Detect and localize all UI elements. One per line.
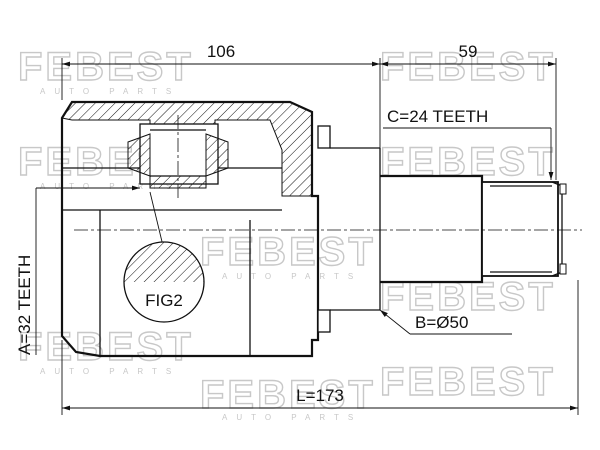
dim-59-label: 59 — [459, 42, 478, 61]
diameter-callout: B=Ø50 — [379, 309, 512, 335]
watermark-brand: FEBEST — [200, 373, 376, 417]
dim-106-label: 106 — [207, 42, 235, 61]
outer-spline-label: A=32 TEETH — [15, 255, 34, 355]
watermark-brand: FEBEST — [200, 230, 376, 274]
watermark: FEBEST AUTO PARTS FEBEST FEBEST AUTO PAR… — [17, 44, 556, 422]
top-dimensions: 106 59 — [61, 42, 557, 180]
watermark-brand: FEBEST — [18, 325, 194, 369]
watermark-sub: AUTO PARTS — [222, 272, 362, 281]
watermark-brand: FEBEST — [380, 360, 556, 404]
cv-joint-body — [60, 100, 381, 358]
inner-spline-label: C=24 TEETH — [387, 107, 488, 126]
shaft — [380, 174, 567, 284]
watermark-sub: AUTO PARTS — [40, 182, 180, 191]
outer-spline-callout: A=32 TEETH — [15, 185, 140, 355]
watermark-brand: FEBEST — [18, 45, 194, 89]
watermark-brand: FEBEST — [380, 45, 556, 89]
total-length-label: L=173 — [296, 386, 344, 405]
watermark-brand: FEBEST — [380, 140, 556, 184]
fig2-label: FIG2 — [145, 291, 183, 310]
bottom-dimension: L=173 — [61, 280, 579, 415]
inner-spline-callout: C=24 TEETH — [383, 107, 554, 180]
fig2-detail: FIG2 — [123, 191, 205, 323]
watermark-sub: AUTO PARTS — [40, 87, 180, 96]
watermark-sub: AUTO PARTS — [40, 367, 180, 376]
diameter-label: B=Ø50 — [415, 313, 468, 332]
watermark-sub: AUTO PARTS — [222, 413, 362, 422]
